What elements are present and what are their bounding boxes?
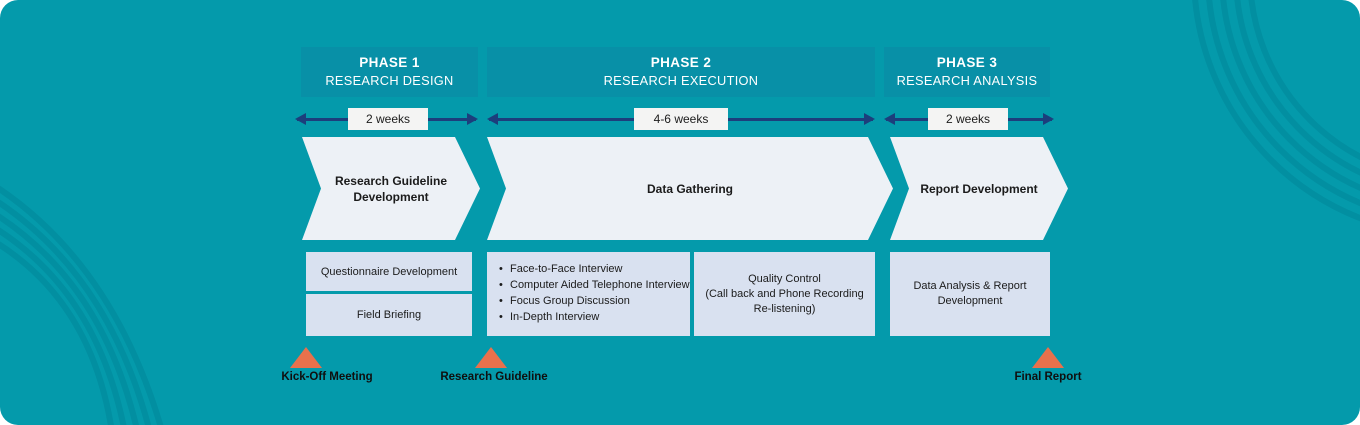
milestone-research-guideline: Research Guideline — [440, 371, 548, 383]
phase-2-header: PHASE 2 RESEARCH EXECUTION — [487, 47, 875, 97]
analysis-task-box: Data Analysis & Report Development — [890, 252, 1050, 336]
list-item: Computer Aided Telephone Interview — [497, 277, 690, 293]
phase-3-duration-label: 2 weeks — [928, 108, 1008, 130]
stage-3-label: Report Development — [920, 181, 1038, 196]
quality-control-note: (Call back and Phone Recording Re-listen… — [705, 287, 864, 315]
list-item: Face-to-Face Interview — [497, 261, 686, 277]
phase-2-title: PHASE 2 — [650, 55, 712, 70]
stage-chevron-research-guideline-development: Research Guideline Development — [302, 137, 480, 240]
quality-control-title: Quality Control — [748, 272, 821, 285]
stage-1-label: Research Guideline Development — [334, 173, 448, 204]
stage-chevron-report-development: Report Development — [890, 137, 1068, 240]
list-item: In-Depth Interview — [497, 309, 686, 325]
phase-1-duration-label: 2 weeks — [348, 108, 428, 130]
phase-1-title: PHASE 1 — [359, 55, 420, 70]
phase-3-header: PHASE 3 RESEARCH ANALYSIS — [884, 47, 1050, 97]
stage-2-label: Data Gathering — [646, 181, 733, 196]
phase-3-subtitle: RESEARCH ANALYSIS — [896, 73, 1038, 88]
phase-2-duration-label: 4-6 weeks — [634, 108, 728, 130]
execution-methods-box: Face-to-Face Interview Computer Aided Te… — [487, 252, 690, 336]
analysis-task-label: Data Analysis & Report Development — [913, 280, 1027, 307]
list-item: Focus Group Discussion — [497, 293, 686, 309]
phase-3-title: PHASE 3 — [936, 55, 998, 70]
design-task-questionnaire-development: Questionnaire Development — [306, 252, 472, 291]
quality-control-box: Quality Control (Call back and Phone Rec… — [694, 252, 875, 336]
phase-1-subtitle: RESEARCH DESIGN — [325, 73, 454, 88]
milestone-kick-off-meeting: Kick-Off Meeting — [281, 371, 373, 383]
phase-1-header: PHASE 1 RESEARCH DESIGN — [301, 47, 478, 97]
execution-methods-list: Face-to-Face Interview Computer Aided Te… — [497, 261, 690, 325]
milestone-triangle-icon — [475, 347, 507, 368]
stage-chevron-data-gathering: Data Gathering — [487, 137, 893, 240]
milestone-triangle-icon — [1032, 347, 1064, 368]
phase-2-subtitle: RESEARCH EXECUTION — [603, 73, 759, 88]
milestone-triangle-icon — [290, 347, 322, 368]
design-task-field-briefing: Field Briefing — [306, 294, 472, 336]
milestone-final-report: Final Report — [1014, 371, 1082, 383]
